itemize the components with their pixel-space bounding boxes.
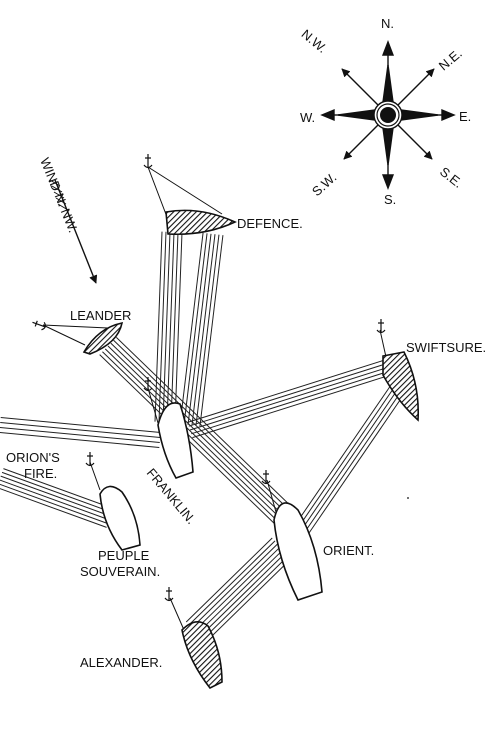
ship-defence: DEFENCE.	[143, 154, 303, 236]
anchor-icon	[143, 377, 153, 392]
compass-label-se: S.E.	[437, 164, 466, 191]
ship-label-leander: LEANDER	[70, 308, 131, 323]
compass-center	[380, 107, 396, 123]
anchor-icon	[32, 320, 46, 331]
ship-label-franklin: FRANKLIN.	[144, 465, 199, 527]
fire-line	[0, 483, 109, 525]
stray-mark	[407, 497, 409, 499]
fire-line	[179, 232, 204, 424]
compass-label-nw: N.W.	[299, 26, 330, 56]
wind-label: WIND N. NW.	[37, 156, 81, 235]
fire-line	[166, 232, 175, 423]
fire-line	[170, 232, 179, 423]
ship-hull	[82, 321, 124, 355]
anchor-icon	[143, 154, 153, 169]
compass-label-sw: S.W.	[309, 170, 339, 200]
ship-label-defence: DEFENCE.	[237, 216, 303, 231]
ship-orient: ORIENT.	[261, 470, 374, 601]
fire-label-line1: ORION'S	[6, 450, 60, 465]
fire-orion-to-peuple	[0, 468, 114, 528]
compass-label-e: E.	[459, 109, 471, 124]
fire-line	[199, 235, 224, 427]
wind-feathers-icon	[49, 179, 69, 211]
fire-line	[162, 231, 171, 422]
fire-line	[296, 383, 398, 531]
fire-line	[188, 540, 276, 626]
ship-label-peuple-line1: PEUPLE	[98, 548, 150, 563]
fire-line	[191, 371, 388, 435]
ship-label-swiftsure: SWIFTSURE.	[406, 340, 486, 355]
ship-swiftsure: SWIFTSURE.	[376, 319, 486, 422]
fire-line	[0, 432, 160, 448]
fire-line	[195, 234, 220, 426]
fire-line	[3, 468, 114, 510]
fire-swiftsure-to-orient	[292, 381, 408, 537]
fire-line	[192, 375, 389, 439]
fire-line	[113, 339, 294, 515]
fire-line	[154, 231, 163, 422]
fire-line	[0, 475, 111, 517]
compass-label-ne: N.E.	[436, 46, 465, 74]
fire-line	[107, 345, 289, 521]
fire-line	[306, 390, 408, 537]
ship-peuple-souverain: PEUPLE SOUVERAIN.	[80, 452, 160, 579]
fire-line	[110, 342, 292, 518]
fire-line	[185, 537, 273, 623]
ship-leander: LEANDER	[32, 308, 131, 355]
fire-line	[189, 367, 387, 431]
anchor-icon	[261, 470, 271, 485]
fire-line	[0, 488, 107, 528]
ship-alexander: ALEXANDER.	[80, 587, 223, 690]
fire-leander-to-orient	[99, 337, 297, 529]
fire-line	[0, 422, 161, 439]
fire-orion-to-franklin	[0, 417, 161, 448]
compass-label-s: S.	[384, 192, 396, 207]
compass-rose: N. N.E. E. S.E. S. S.W. W. N.W.	[299, 16, 472, 207]
ship-hull	[165, 209, 237, 236]
fire-line	[191, 543, 279, 629]
ship-hull	[99, 485, 141, 551]
fire-line	[102, 351, 283, 527]
fire-line	[183, 233, 208, 425]
anchor-icon	[85, 452, 95, 467]
fire-line	[174, 232, 183, 423]
fire-line	[187, 359, 384, 423]
ship-label-peuple-line2: SOUVERAIN.	[80, 564, 160, 579]
fire-line	[104, 348, 286, 524]
fire-line	[0, 479, 110, 521]
fire-line	[205, 557, 293, 643]
fire-line	[199, 551, 287, 637]
ship-label-orient: ORIENT.	[323, 543, 374, 558]
fire-line	[292, 381, 394, 528]
fire-alexander-to-orient	[185, 537, 293, 643]
fire-line	[158, 231, 167, 422]
fire-line	[191, 234, 216, 426]
fire-line	[202, 554, 290, 640]
fire-line	[0, 427, 160, 443]
ship-hull	[382, 351, 420, 422]
ship-label-alexander: ALEXANDER.	[80, 655, 162, 670]
fire-line	[187, 233, 212, 425]
fire-line	[197, 549, 284, 634]
wind-indicator: WIND N. NW.	[37, 156, 98, 284]
fire-line	[1, 471, 113, 513]
compass-label-w: W.	[300, 110, 315, 125]
ship-hull	[157, 402, 194, 479]
fire-line	[302, 387, 404, 535]
ship-hull	[273, 502, 323, 601]
lines-of-fire	[0, 231, 408, 643]
fire-swiftsure-to-franklin	[187, 359, 389, 439]
fire-label-line2: FIRE.	[24, 466, 57, 481]
anchor-icon	[376, 319, 386, 334]
fire-line	[194, 546, 281, 631]
compass-label-n: N.	[381, 16, 394, 31]
fire-defence-to-orient	[179, 232, 224, 427]
fire-defence-to-franklin	[154, 231, 183, 423]
anchor-icon	[164, 587, 174, 602]
ship-hull	[181, 621, 223, 690]
fire-line	[299, 385, 401, 533]
fire-line	[0, 417, 161, 434]
fire-line	[188, 363, 385, 427]
